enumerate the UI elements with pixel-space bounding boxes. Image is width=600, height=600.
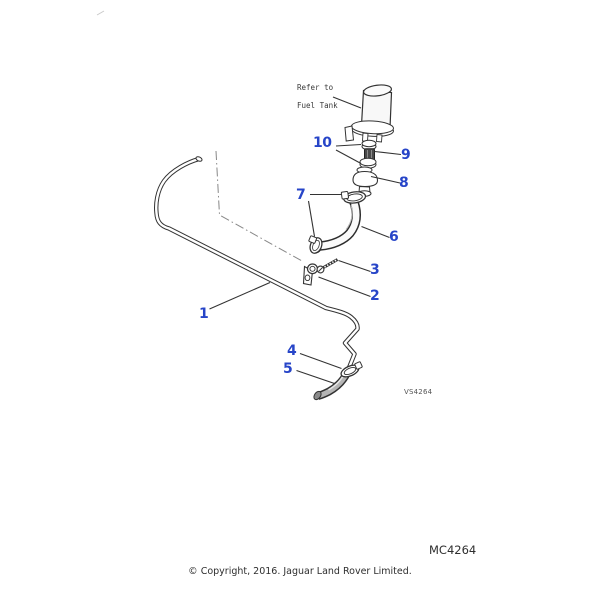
figure-code: MC4264 xyxy=(429,543,477,557)
washer xyxy=(359,157,377,167)
elbow-hose xyxy=(319,200,362,251)
hose-clamp-lower xyxy=(308,235,323,254)
pipe-fittings-stack xyxy=(352,139,379,197)
nut xyxy=(361,139,377,148)
end-hose-clamp xyxy=(340,361,363,378)
callout-10: 10 xyxy=(313,135,332,151)
connector xyxy=(352,166,379,197)
leader-5 xyxy=(296,369,335,385)
copyright-notice: © Copyright, 2016. Jaguar Land Rover Lim… xyxy=(188,566,412,577)
callout-9: 9 xyxy=(401,147,411,163)
leader-1 xyxy=(209,281,271,310)
leader-3 xyxy=(338,259,371,273)
leader-10-lower xyxy=(335,149,362,164)
callout-2: 2 xyxy=(370,288,380,304)
leader-8 xyxy=(370,175,401,184)
leader-10-upper xyxy=(335,143,362,147)
callout-7: 7 xyxy=(296,187,306,203)
leader-lines xyxy=(209,96,402,385)
fuel-pipe xyxy=(154,156,360,370)
flange-bracket xyxy=(344,125,355,142)
fuel-tank-unit xyxy=(344,84,394,143)
leader-4 xyxy=(299,352,342,370)
leader-note xyxy=(332,96,362,109)
cylinder-top xyxy=(362,84,393,97)
callout-5: 5 xyxy=(283,361,293,377)
clip-screw xyxy=(316,258,339,274)
callout-6: 6 xyxy=(389,229,399,245)
hose-clamp-upper xyxy=(340,190,367,204)
callout-1: 1 xyxy=(199,306,209,322)
phantom-reference-line xyxy=(215,150,303,262)
pipe-clip xyxy=(302,263,319,286)
leader-2 xyxy=(318,276,371,298)
end-hose xyxy=(313,371,351,401)
leader-7-lower xyxy=(307,200,316,237)
drawing-reference-code: VS4264 xyxy=(404,388,433,396)
leader-6 xyxy=(361,225,390,239)
callout-3: 3 xyxy=(370,262,380,278)
leader-9 xyxy=(374,150,402,156)
faint-tick-mark xyxy=(96,10,105,16)
note-line-2: Fuel Tank xyxy=(297,101,338,110)
refer-to-fuel-tank-note: Refer to Fuel Tank xyxy=(297,83,338,110)
pipe-open-end xyxy=(195,156,203,162)
callout-4: 4 xyxy=(287,343,297,359)
callout-8: 8 xyxy=(399,175,409,191)
note-line-1: Refer to xyxy=(297,83,334,92)
